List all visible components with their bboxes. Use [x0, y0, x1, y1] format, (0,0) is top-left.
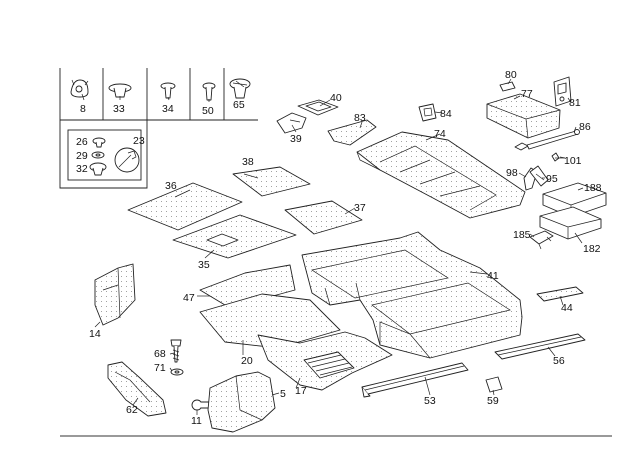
part-71-washer — [170, 368, 184, 376]
part-34-screw — [160, 82, 176, 99]
label-101: 101 — [564, 155, 582, 167]
label-29: 29 — [76, 150, 88, 162]
label-185: 185 — [513, 229, 531, 241]
label-182: 182 — [583, 243, 601, 255]
part-labels: 8 33 34 50 65 26 29 32 23 36 38 37 35 39… — [76, 69, 602, 427]
part-26-nut — [92, 137, 106, 148]
label-188: 188 — [584, 182, 602, 194]
part-56-sill-strip — [494, 333, 586, 360]
part-44-strip — [536, 286, 584, 302]
label-83: 83 — [354, 112, 366, 124]
fastener-panel — [59, 68, 258, 189]
part-32-clip — [89, 162, 107, 176]
part-53-sill-strip — [361, 362, 469, 398]
label-17: 17 — [295, 385, 307, 397]
label-40: 40 — [330, 92, 342, 104]
label-81: 81 — [569, 97, 581, 109]
label-14: 14 — [89, 328, 101, 340]
part-81-latch — [553, 76, 572, 107]
label-39: 39 — [290, 133, 302, 145]
part-65-push-clip — [229, 78, 251, 99]
label-41: 41 — [487, 270, 499, 282]
part-50-screw — [202, 82, 216, 101]
label-47: 47 — [183, 292, 195, 304]
part-37-mat — [284, 200, 363, 235]
label-35: 35 — [198, 259, 210, 271]
part-36-mat — [127, 182, 243, 231]
part-39-cover — [276, 112, 307, 134]
label-5: 5 — [280, 388, 286, 400]
part-23-tool — [114, 147, 140, 173]
part-20-carpet — [199, 293, 341, 349]
label-32: 32 — [76, 163, 88, 175]
label-86: 86 — [579, 121, 591, 133]
label-98: 98 — [506, 167, 518, 179]
label-26: 26 — [76, 136, 88, 148]
label-8: 8 — [80, 103, 86, 115]
label-34: 34 — [162, 103, 174, 115]
label-56: 56 — [553, 355, 565, 367]
label-11: 11 — [191, 415, 202, 427]
part-5-trim-panel — [207, 371, 276, 433]
label-38: 38 — [242, 156, 254, 168]
label-95: 95 — [546, 173, 558, 185]
label-44: 44 — [561, 302, 573, 314]
part-14-side-trim — [94, 263, 136, 326]
part-86-rod — [514, 129, 580, 151]
label-62: 62 — [126, 404, 138, 416]
label-68: 68 — [154, 348, 166, 360]
label-84: 84 — [440, 108, 452, 120]
label-20: 20 — [241, 355, 253, 367]
part-59-clip — [485, 376, 503, 393]
label-59: 59 — [487, 395, 499, 407]
part-33-rivet — [108, 83, 132, 98]
label-71: 71 — [154, 362, 166, 374]
part-40-plate — [297, 99, 339, 116]
part-68-screw — [170, 339, 182, 363]
part-83-panel — [327, 119, 377, 146]
part-8-clip — [70, 79, 89, 98]
part-77-panel — [486, 93, 561, 139]
part-188-box — [542, 182, 607, 218]
label-36: 36 — [165, 180, 177, 192]
part-74-trunk-liner — [356, 131, 526, 219]
part-182-tray — [539, 206, 602, 240]
label-50: 50 — [202, 105, 214, 117]
leader-lines — [81, 78, 584, 415]
part-95-hinge — [529, 165, 549, 187]
label-74: 74 — [434, 128, 446, 140]
label-53: 53 — [424, 395, 436, 407]
part-185-clip — [529, 230, 554, 250]
label-80: 80 — [505, 69, 517, 81]
label-23: 23 — [133, 135, 145, 147]
part-38-mat — [232, 166, 311, 197]
label-65: 65 — [233, 99, 245, 111]
label-37: 37 — [354, 202, 366, 214]
part-84-bracket — [418, 103, 437, 122]
part-35-mat — [172, 214, 297, 259]
part-17-carpet — [257, 331, 393, 391]
part-80-clip — [499, 81, 516, 92]
part-29-washer — [91, 151, 105, 159]
part-41-floor-carpet — [301, 231, 523, 359]
label-33: 33 — [113, 103, 125, 115]
part-62-trim — [107, 361, 167, 417]
label-77: 77 — [521, 88, 533, 100]
